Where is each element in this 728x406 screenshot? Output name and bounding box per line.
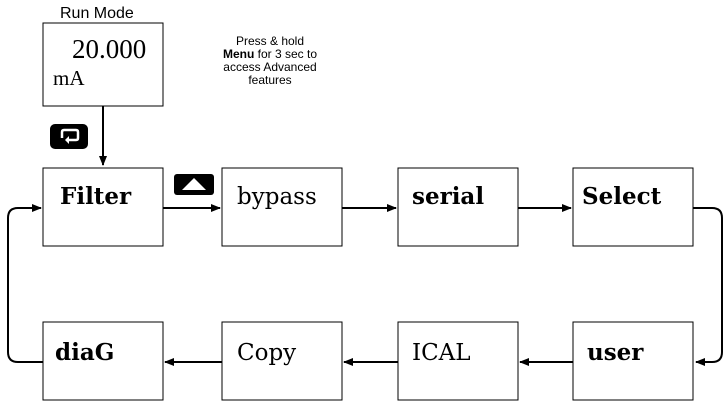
menu-box-ical[interactable]: ICAL [397,321,519,401]
advanced-note-line1: Press & hold [236,34,304,48]
menu-box-user[interactable]: user [572,321,694,401]
menu-box-select[interactable]: Select [572,167,694,247]
menu-box-diag[interactable]: diaG [42,321,164,401]
advanced-note-line2-rest: for 3 sec to [254,47,317,61]
advanced-note-line4: features [248,73,291,87]
run-mode-display [42,22,164,107]
diag-to-filter-arrow [7,204,43,363]
menu-label-ical: ICAL [412,340,471,366]
menu-box-serial[interactable]: serial [397,167,519,247]
advanced-note-line3: access Advanced [223,60,316,74]
menu-label-filter: Filter [60,183,132,210]
menu-label-select: Select [582,183,662,210]
up-arrow-icon[interactable] [174,174,214,195]
menu-box-bypass[interactable]: bypass [221,167,343,247]
menu-box-filter[interactable]: Filter [42,167,164,247]
enter-return-icon[interactable] [50,124,88,149]
menu-label-bypass: bypass [237,184,317,210]
menu-label-serial: serial [412,183,484,210]
display-unit: mA [53,66,85,90]
menu-label-user: user [587,339,644,366]
advanced-note-line2: Menu for 3 sec to [223,47,317,61]
menu-label-copy: Copy [237,340,296,366]
run-mode-title: Run Mode [60,5,134,22]
select-to-user-arrow [693,207,723,366]
menu-label-diag: diaG [55,339,114,366]
menu-keyword: Menu [223,47,254,61]
display-value: 20.000 [72,34,146,64]
menu-box-copy[interactable]: Copy [221,321,343,401]
